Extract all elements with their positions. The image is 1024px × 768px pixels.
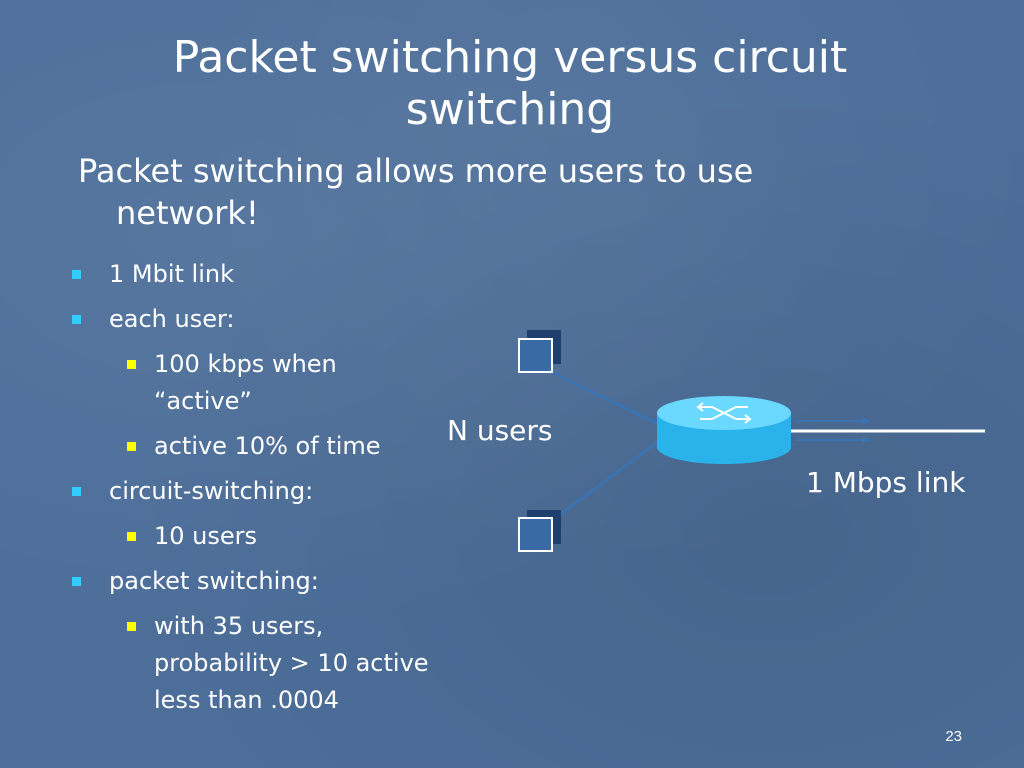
bullet-text: each user:	[109, 305, 235, 333]
bullet-text-line: active 10% of time	[154, 432, 381, 460]
host-top-shadow	[527, 330, 561, 364]
bullet-text-line: probability > 10 active	[154, 649, 429, 677]
bullet-text: 1 Mbit link	[109, 260, 234, 288]
host-bottom-icon	[518, 517, 553, 552]
slide-title: Packet switching versus circuit switchin…	[60, 32, 960, 136]
sub-bullet-item: active 10% of time	[72, 428, 492, 465]
bullet-item: circuit-switching:	[72, 473, 492, 510]
bullet-square-icon	[72, 577, 81, 586]
bullet-square-icon	[72, 315, 81, 324]
flow-arrow-icon	[795, 417, 871, 425]
link-label: 1 Mbps link	[806, 466, 966, 499]
page-number: 23	[945, 728, 962, 745]
bullet-text-line: 100 kbps when	[154, 350, 337, 378]
flow-arrow-icon	[795, 436, 871, 444]
bullet-text: packet switching:	[109, 567, 319, 595]
bullet-square-icon	[72, 487, 81, 496]
bullet-text: circuit-switching:	[109, 477, 314, 505]
bullet-text-line: “active”	[154, 387, 252, 415]
bullet-square-icon	[72, 270, 81, 279]
sub-bullet-item: with 35 users, probability > 10 active l…	[72, 608, 492, 719]
title-line-1: Packet switching versus circuit	[172, 32, 848, 83]
bullet-text-line: 10 users	[154, 522, 258, 550]
router-icon	[657, 396, 791, 464]
bullet-list: 1 Mbit link each user: 100 kbps when “ac…	[72, 256, 492, 727]
bullet-square-icon	[127, 622, 136, 631]
bullet-item: packet switching:	[72, 563, 492, 600]
bullet-text-line: with 35 users,	[154, 612, 324, 640]
bullet-square-icon	[127, 360, 136, 369]
sub-bullet-item: 100 kbps when “active”	[72, 346, 492, 420]
bullet-item: each user:	[72, 301, 492, 338]
bullet-item: 1 Mbit link	[72, 256, 492, 293]
link-line-top	[551, 370, 661, 427]
slide-subtitle: Packet switching allows more users to us…	[78, 152, 754, 232]
sub-bullet-item: 10 users	[72, 518, 492, 555]
link-line-bottom	[549, 438, 661, 524]
host-top-icon	[518, 338, 553, 373]
host-bottom-shadow	[527, 510, 561, 544]
bullet-text-line: less than .0004	[154, 686, 339, 714]
bullet-square-icon	[127, 442, 136, 451]
bullet-square-icon	[127, 532, 136, 541]
title-line-2: switching	[405, 84, 615, 135]
users-label: N users	[447, 414, 553, 447]
